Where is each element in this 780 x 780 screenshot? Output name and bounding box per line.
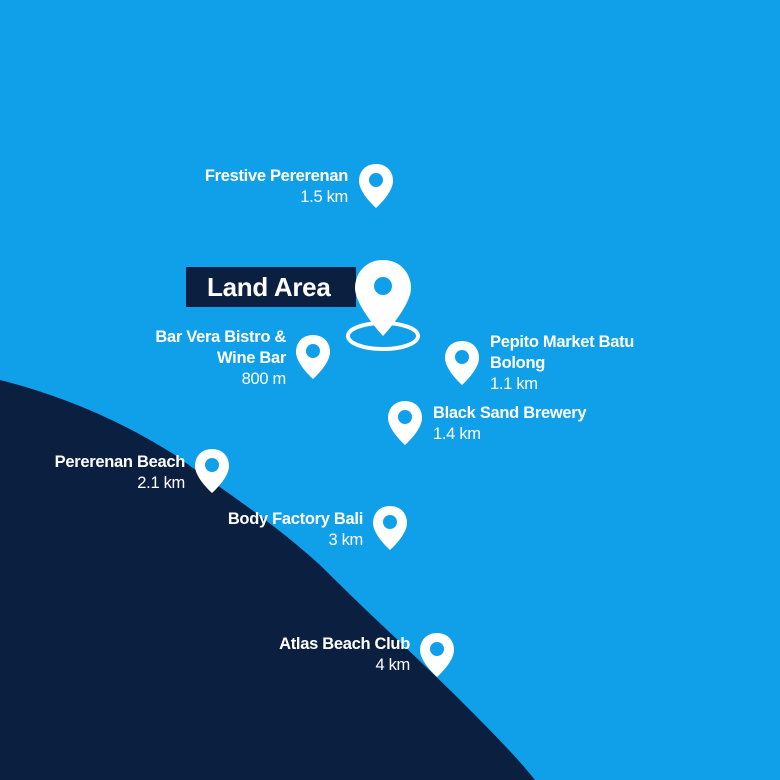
map-pin-icon (388, 401, 422, 445)
map-pin-icon (445, 341, 479, 385)
map-pin-icon (373, 506, 407, 550)
place-distance: 1.1 km (490, 375, 538, 393)
place-name: Frestive Pererenan (204, 167, 348, 185)
marker-bar-vera-bistro[interactable] (295, 334, 331, 380)
place-name-line1: Pepito Market Batu (490, 333, 635, 351)
marker-body-factory-bali[interactable] (372, 505, 408, 551)
place-name: Body Factory Bali (227, 510, 363, 528)
place-label-frestive-pererenan: Frestive Pererenan 1.5 km (205, 166, 348, 208)
place-label-body-factory-bali: Body Factory Bali 3 km (228, 509, 363, 551)
marker-pererenan-beach[interactable] (194, 448, 230, 494)
place-name: Pererenan Beach (54, 453, 186, 471)
place-label-bar-vera-bistro: Bar Vera Bistro & Wine Bar 800 m (155, 327, 286, 390)
marker-frestive-pererenan[interactable] (358, 163, 394, 209)
place-label-black-sand-brewery: Black Sand Brewery 1.4 km (433, 403, 587, 445)
map-pin-icon (296, 335, 330, 379)
land-area-coast (0, 380, 535, 780)
place-name: Black Sand Brewery (433, 404, 587, 422)
map-pin-icon (359, 164, 393, 208)
land-area-label: Land Area (186, 267, 356, 307)
place-distance: 1.4 km (433, 425, 481, 443)
place-label-atlas-beach-club: Atlas Beach Club 4 km (279, 634, 410, 676)
place-distance: 1.5 km (300, 188, 348, 206)
land-area-marker[interactable] (343, 258, 423, 353)
map-pin-icon (346, 260, 420, 351)
place-name: Atlas Beach Club (279, 635, 410, 653)
place-distance: 2.1 km (137, 474, 185, 492)
place-distance: 3 km (328, 531, 363, 549)
marker-black-sand-brewery[interactable] (387, 400, 423, 446)
marker-pepito-market[interactable] (444, 340, 480, 386)
place-name-line2: Wine Bar (217, 349, 286, 367)
place-name-line1: Bar Vera Bistro & (155, 328, 286, 346)
marker-atlas-beach-club[interactable] (419, 632, 455, 678)
place-distance: 800 m (241, 370, 287, 388)
place-label-pererenan-beach: Pererenan Beach 2.1 km (54, 452, 186, 494)
map-pin-icon (420, 633, 454, 677)
place-label-pepito-market: Pepito Market Batu Bolong 1.1 km (490, 332, 634, 395)
place-name-line2: Bolong (490, 354, 546, 372)
map-pin-icon (195, 449, 229, 493)
place-distance: 4 km (375, 656, 410, 674)
